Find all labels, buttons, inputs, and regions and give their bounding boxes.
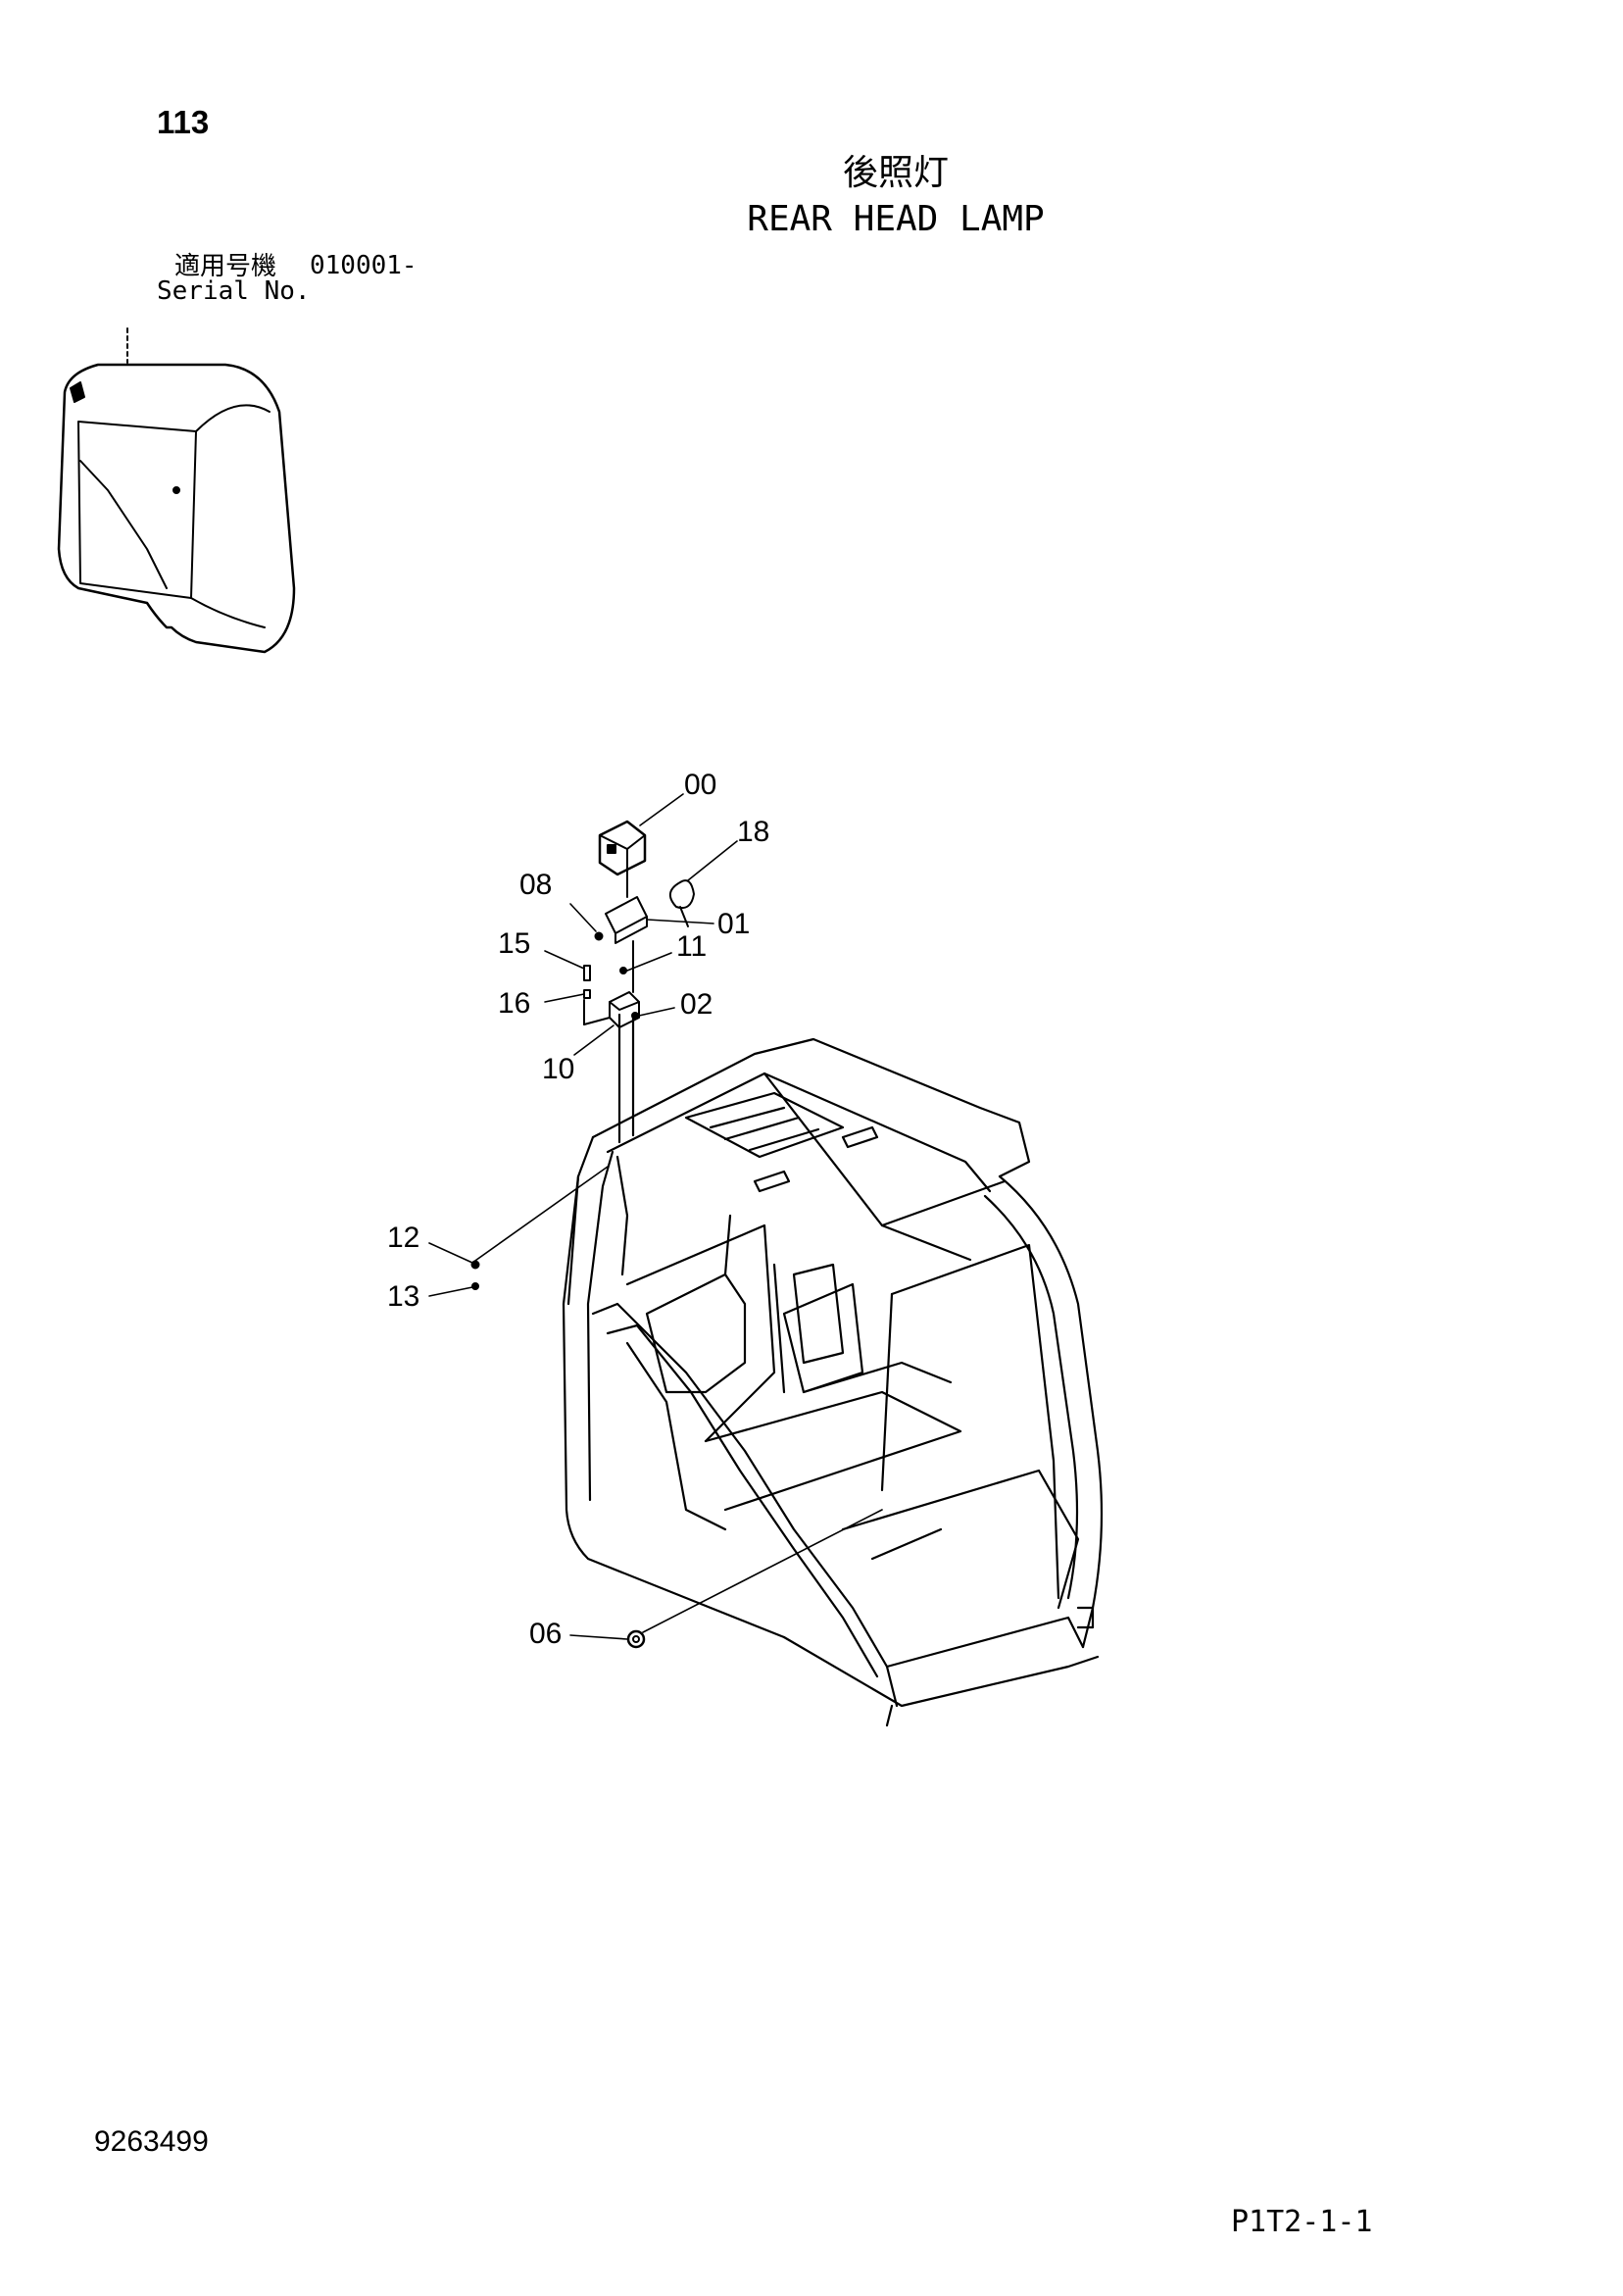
- leader-lines: [428, 793, 883, 1640]
- callout-16: 16: [498, 987, 530, 1020]
- callout-18: 18: [737, 816, 769, 848]
- callout-10: 10: [542, 1053, 574, 1085]
- callout-01: 01: [717, 908, 750, 940]
- callout-13: 13: [387, 1280, 419, 1313]
- title-english: REAR HEAD LAMP: [747, 199, 1045, 239]
- page-code: P1T2-1-1: [1231, 2205, 1373, 2239]
- callout-11: 11: [676, 930, 707, 963]
- serial-label-english: Serial No.: [157, 276, 311, 306]
- document-number: 9263499: [94, 2125, 209, 2158]
- serial-label-japanese: 適用号機: [174, 251, 277, 280]
- callout-labels: 00 18 08 01 15 11 16 02 10 12 13 06: [387, 769, 769, 1650]
- cab-thumbnail: [57, 327, 296, 654]
- serial-number-value: 010001-: [310, 251, 418, 280]
- callout-02: 02: [680, 988, 713, 1021]
- callout-15: 15: [498, 927, 530, 960]
- cab-frame: [562, 1013, 1104, 1727]
- callout-08: 08: [519, 869, 552, 901]
- page-number: 113: [157, 104, 210, 140]
- callout-12: 12: [387, 1222, 419, 1254]
- lamp-assembly: [470, 820, 695, 1649]
- callout-00: 00: [684, 769, 716, 801]
- callout-06: 06: [529, 1618, 562, 1650]
- title-japanese: 後照灯: [842, 152, 949, 192]
